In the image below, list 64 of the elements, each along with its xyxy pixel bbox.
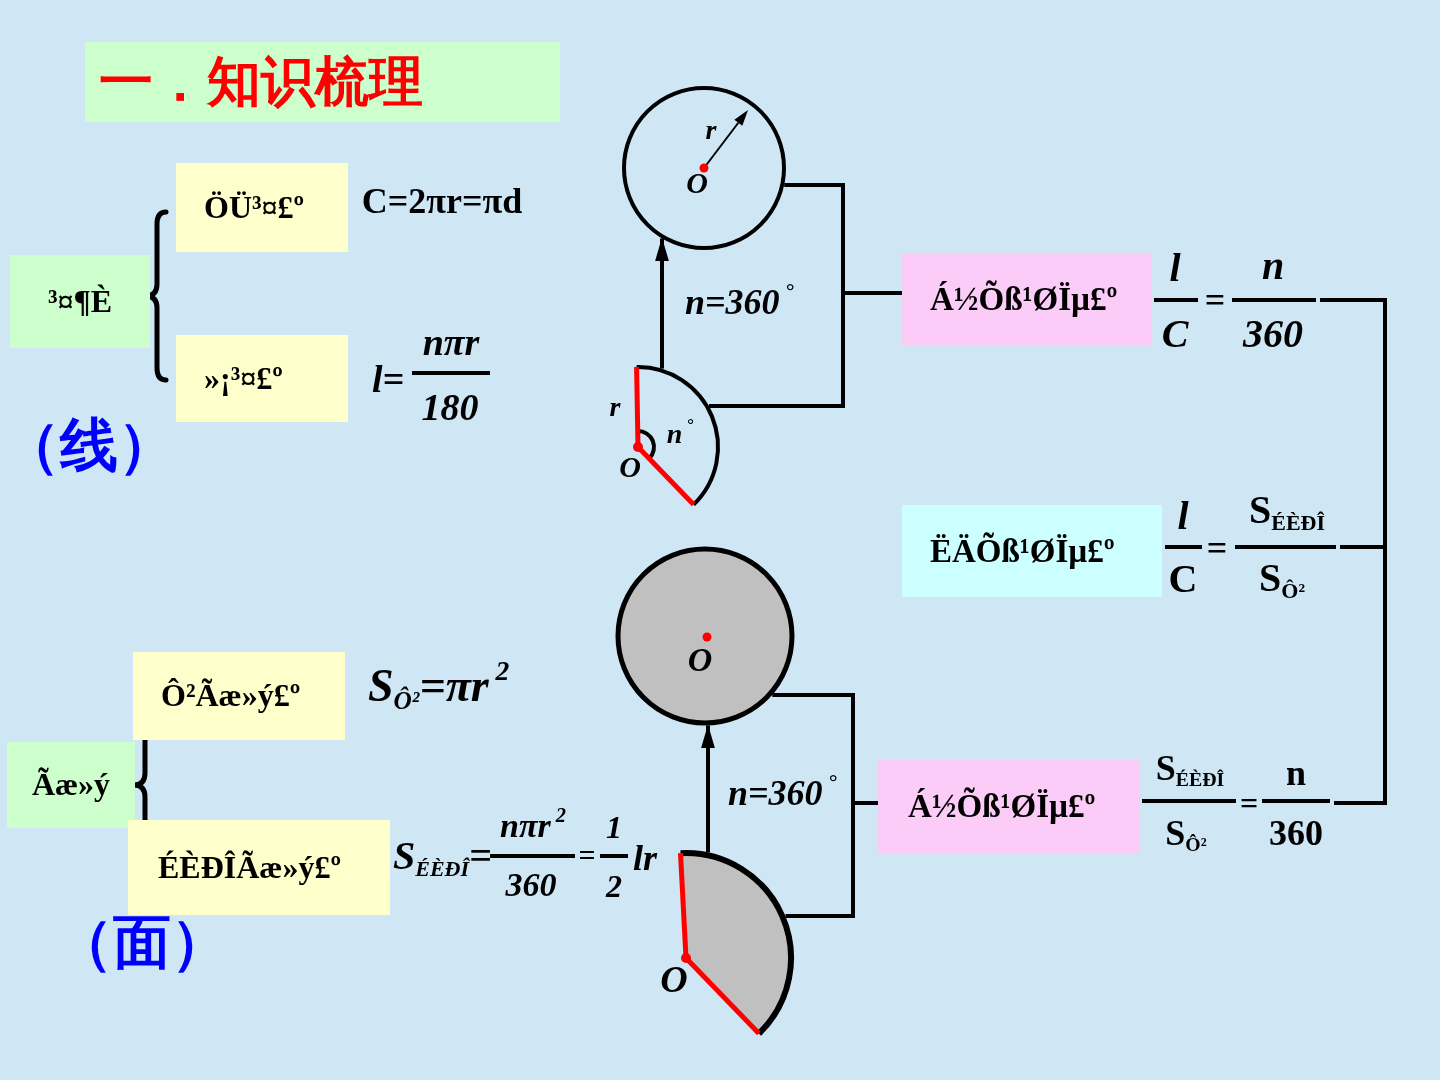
term-box: [128, 820, 390, 915]
relation-label: Á½Õß¹ØÏµ£º: [908, 788, 1096, 825]
relation-box: [902, 253, 1152, 345]
formula-text: S$_{ÉÈÐÎ}$=: [393, 836, 492, 876]
topic-label: Ãæ»ý: [31, 767, 111, 803]
angle-label: n$^{°}$: [666, 420, 694, 448]
term-box: [176, 163, 348, 252]
formula-text: n: [1261, 246, 1285, 286]
arrow: [701, 724, 715, 853]
term-box: [133, 652, 345, 740]
circle-figure: [620, 84, 788, 252]
formula-text: C: [1161, 314, 1189, 354]
formula-text: l: [1177, 496, 1189, 536]
edge-label: n=360$^{°}$: [685, 284, 794, 320]
formula-text: l=: [371, 360, 405, 398]
formula-text: 360: [505, 868, 557, 902]
radius-label: r: [609, 393, 621, 421]
point-label: O: [660, 960, 688, 998]
formula-text: =: [1239, 787, 1259, 819]
relation-box: [878, 760, 1140, 853]
topic-box: [10, 255, 150, 348]
connector-line: [785, 801, 878, 918]
term-label: Ô²Ãæ»ý£º: [161, 678, 301, 714]
topic-box: [7, 742, 135, 828]
circle-figure: [614, 545, 796, 727]
formula-text: lr: [633, 840, 657, 876]
connector-line: [709, 291, 902, 408]
connector-line: [1334, 545, 1387, 805]
radius-label: r: [705, 116, 717, 144]
formula-text: S$_{Ô²}$=πr$^{2}$: [368, 663, 510, 709]
formula-text: 1: [606, 811, 622, 843]
term-label: ÉÈÐÎÃæ»ý£º: [158, 849, 342, 886]
formula-text: 180: [421, 388, 479, 426]
formula-text: nπr: [422, 323, 480, 361]
section-label: （面）: [55, 913, 229, 971]
formula-text: 2: [606, 870, 622, 902]
formula-text: nπr$^{2}$: [500, 809, 566, 843]
formula-text: =: [578, 840, 596, 870]
section-label: （线）: [2, 416, 176, 474]
formula-text: 360: [1269, 815, 1323, 851]
formula-text: C=2πr=πd: [361, 183, 523, 219]
point-label: O: [687, 643, 713, 677]
edge-label: n=360$^{°}$: [728, 775, 837, 811]
formula-text: S$_{ÉÈÐÎ}$: [1249, 490, 1325, 530]
formula-text: S$_{ÉÈÐÎ}$: [1155, 750, 1225, 786]
relation-box: [902, 505, 1162, 597]
formula-text: 360: [1243, 314, 1303, 354]
term-label: ÖÜ³¤£º: [204, 189, 305, 226]
formula-text: C: [1168, 559, 1198, 599]
formula-text: S$_{Ô²}$: [1259, 558, 1305, 598]
title-banner: 一．知识梳理: [85, 42, 560, 122]
formula-text: l: [1169, 248, 1181, 288]
formula-text: n: [1286, 755, 1306, 791]
relation-label: Á½Õß¹ØÏµ£º: [930, 280, 1118, 318]
arrow: [655, 237, 669, 369]
point-label: O: [619, 452, 641, 482]
point-label: O: [686, 168, 708, 198]
formula-text: S$_{Ô²}$: [1165, 815, 1207, 851]
term-box: [176, 335, 348, 422]
formula-text: =: [1206, 530, 1228, 566]
term-label: »¡³¤£º: [204, 360, 283, 397]
formula-text: =: [1204, 282, 1226, 318]
topic-label: ³¤¶È: [47, 283, 113, 320]
relation-label: ËÄÕß¹ØÏµ£º: [930, 532, 1115, 570]
